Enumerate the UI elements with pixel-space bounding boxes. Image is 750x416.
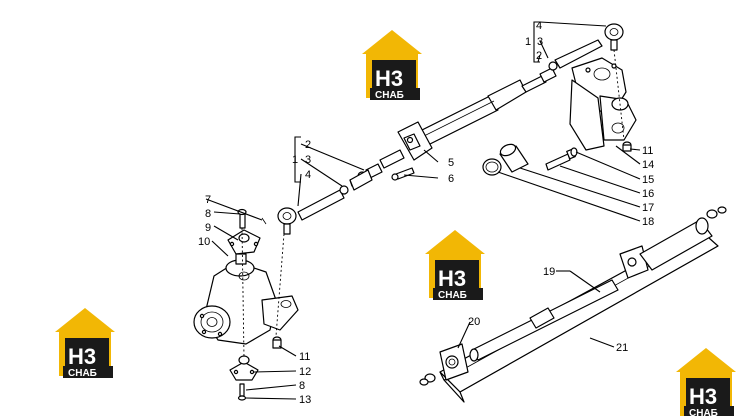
callout-15: 15: [642, 174, 654, 186]
callout-2-upper: 2: [536, 50, 542, 62]
callout-11-lower: 11: [299, 351, 310, 363]
callout-13: 13: [299, 394, 311, 406]
logo-letters: Н3: [375, 66, 403, 91]
upper-tie-rod-assembly: [349, 23, 624, 187]
callout-8-bottom: 8: [299, 380, 305, 392]
logo-caption: СНАБ: [689, 408, 718, 416]
watermark-logo-bottom-right: Н3 СНАБ: [676, 348, 736, 416]
callout-4-lower: 4: [305, 169, 311, 181]
watermark-logo-left: Н3 СНАБ: [55, 308, 115, 379]
group-bracket-lower: [294, 136, 365, 207]
callout-8-top: 8: [205, 208, 211, 220]
callout-4-upper: 4: [536, 20, 542, 32]
callout-20: 20: [468, 316, 480, 328]
callout-16: 16: [642, 188, 654, 200]
callout-5: 5: [448, 157, 454, 169]
callout-1-lower: 1: [292, 154, 298, 166]
callout-18: 18: [642, 216, 654, 228]
callout-numbers: 4 1 3 2 2 1 3 4 5 6 7 8 9 10 11 12 8 13 …: [198, 20, 654, 406]
callout-19: 19: [543, 266, 555, 278]
logo-letters: Н3: [689, 384, 717, 409]
right-steering-knuckle: [569, 57, 637, 152]
logo-caption: СНАБ: [438, 290, 467, 301]
left-steering-knuckle: [193, 208, 299, 401]
callout-7: 7: [205, 194, 211, 206]
callout-3-upper: 3: [537, 36, 543, 48]
callout-21: 21: [616, 342, 628, 354]
leader-lines: [205, 145, 641, 400]
watermark-logo-top: Н3 СНАБ: [362, 30, 422, 101]
logo-caption: СНАБ: [68, 368, 97, 379]
callout-11-upper: 11: [642, 145, 653, 157]
callout-2-lower: 2: [305, 139, 311, 151]
callout-3-lower: 3: [305, 154, 311, 166]
callout-14: 14: [642, 159, 654, 171]
callout-10: 10: [198, 236, 210, 248]
logo-letters: Н3: [438, 266, 466, 291]
kingpin-parts: [482, 143, 578, 176]
callout-1-upper: 1: [525, 36, 531, 48]
callout-12: 12: [299, 366, 311, 378]
watermark-logo-middle: Н3 СНАБ: [425, 230, 485, 301]
group-bracket-upper: [533, 21, 607, 63]
lower-tie-rod-assembly: [277, 167, 415, 235]
axle-beam: [419, 206, 727, 403]
callout-6: 6: [448, 173, 454, 185]
callout-9: 9: [205, 222, 211, 234]
logo-letters: Н3: [68, 344, 96, 369]
logo-caption: СНАБ: [375, 90, 404, 101]
callout-17: 17: [642, 202, 654, 214]
